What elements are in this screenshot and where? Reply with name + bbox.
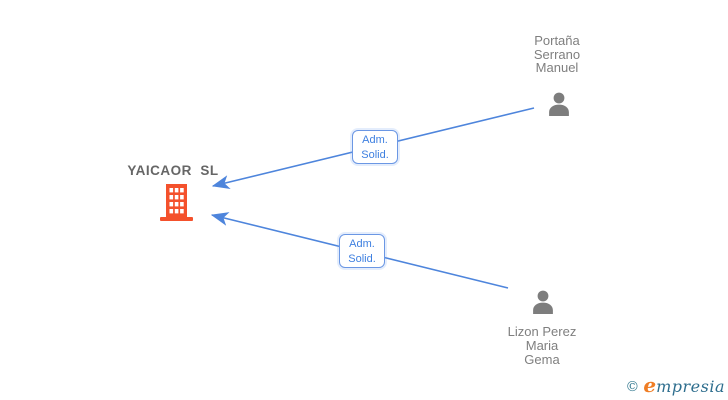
company-name-yaicaor[interactable]: YAICAOR SL <box>127 163 219 178</box>
edge-label-adm-solid-bottom: Adm. Solid. <box>339 234 385 268</box>
person-name-portana-serrano-manuel[interactable]: Portaña Serrano Manuel <box>533 33 581 75</box>
building-icon[interactable] <box>159 184 194 226</box>
empresia-watermark-logo: ©empresia <box>625 373 725 397</box>
person-icon[interactable] <box>545 92 573 121</box>
empresia-logo-e: e <box>643 373 657 397</box>
copyright-icon: © <box>625 379 640 395</box>
empresia-logo-text: mpresia <box>656 377 725 396</box>
edge-label-adm-solid-top: Adm. Solid. <box>352 130 398 164</box>
person-icon[interactable] <box>529 290 557 319</box>
person-name-lizon-perez-maria-gema[interactable]: Lizon Perez Maria Gema <box>507 324 577 367</box>
